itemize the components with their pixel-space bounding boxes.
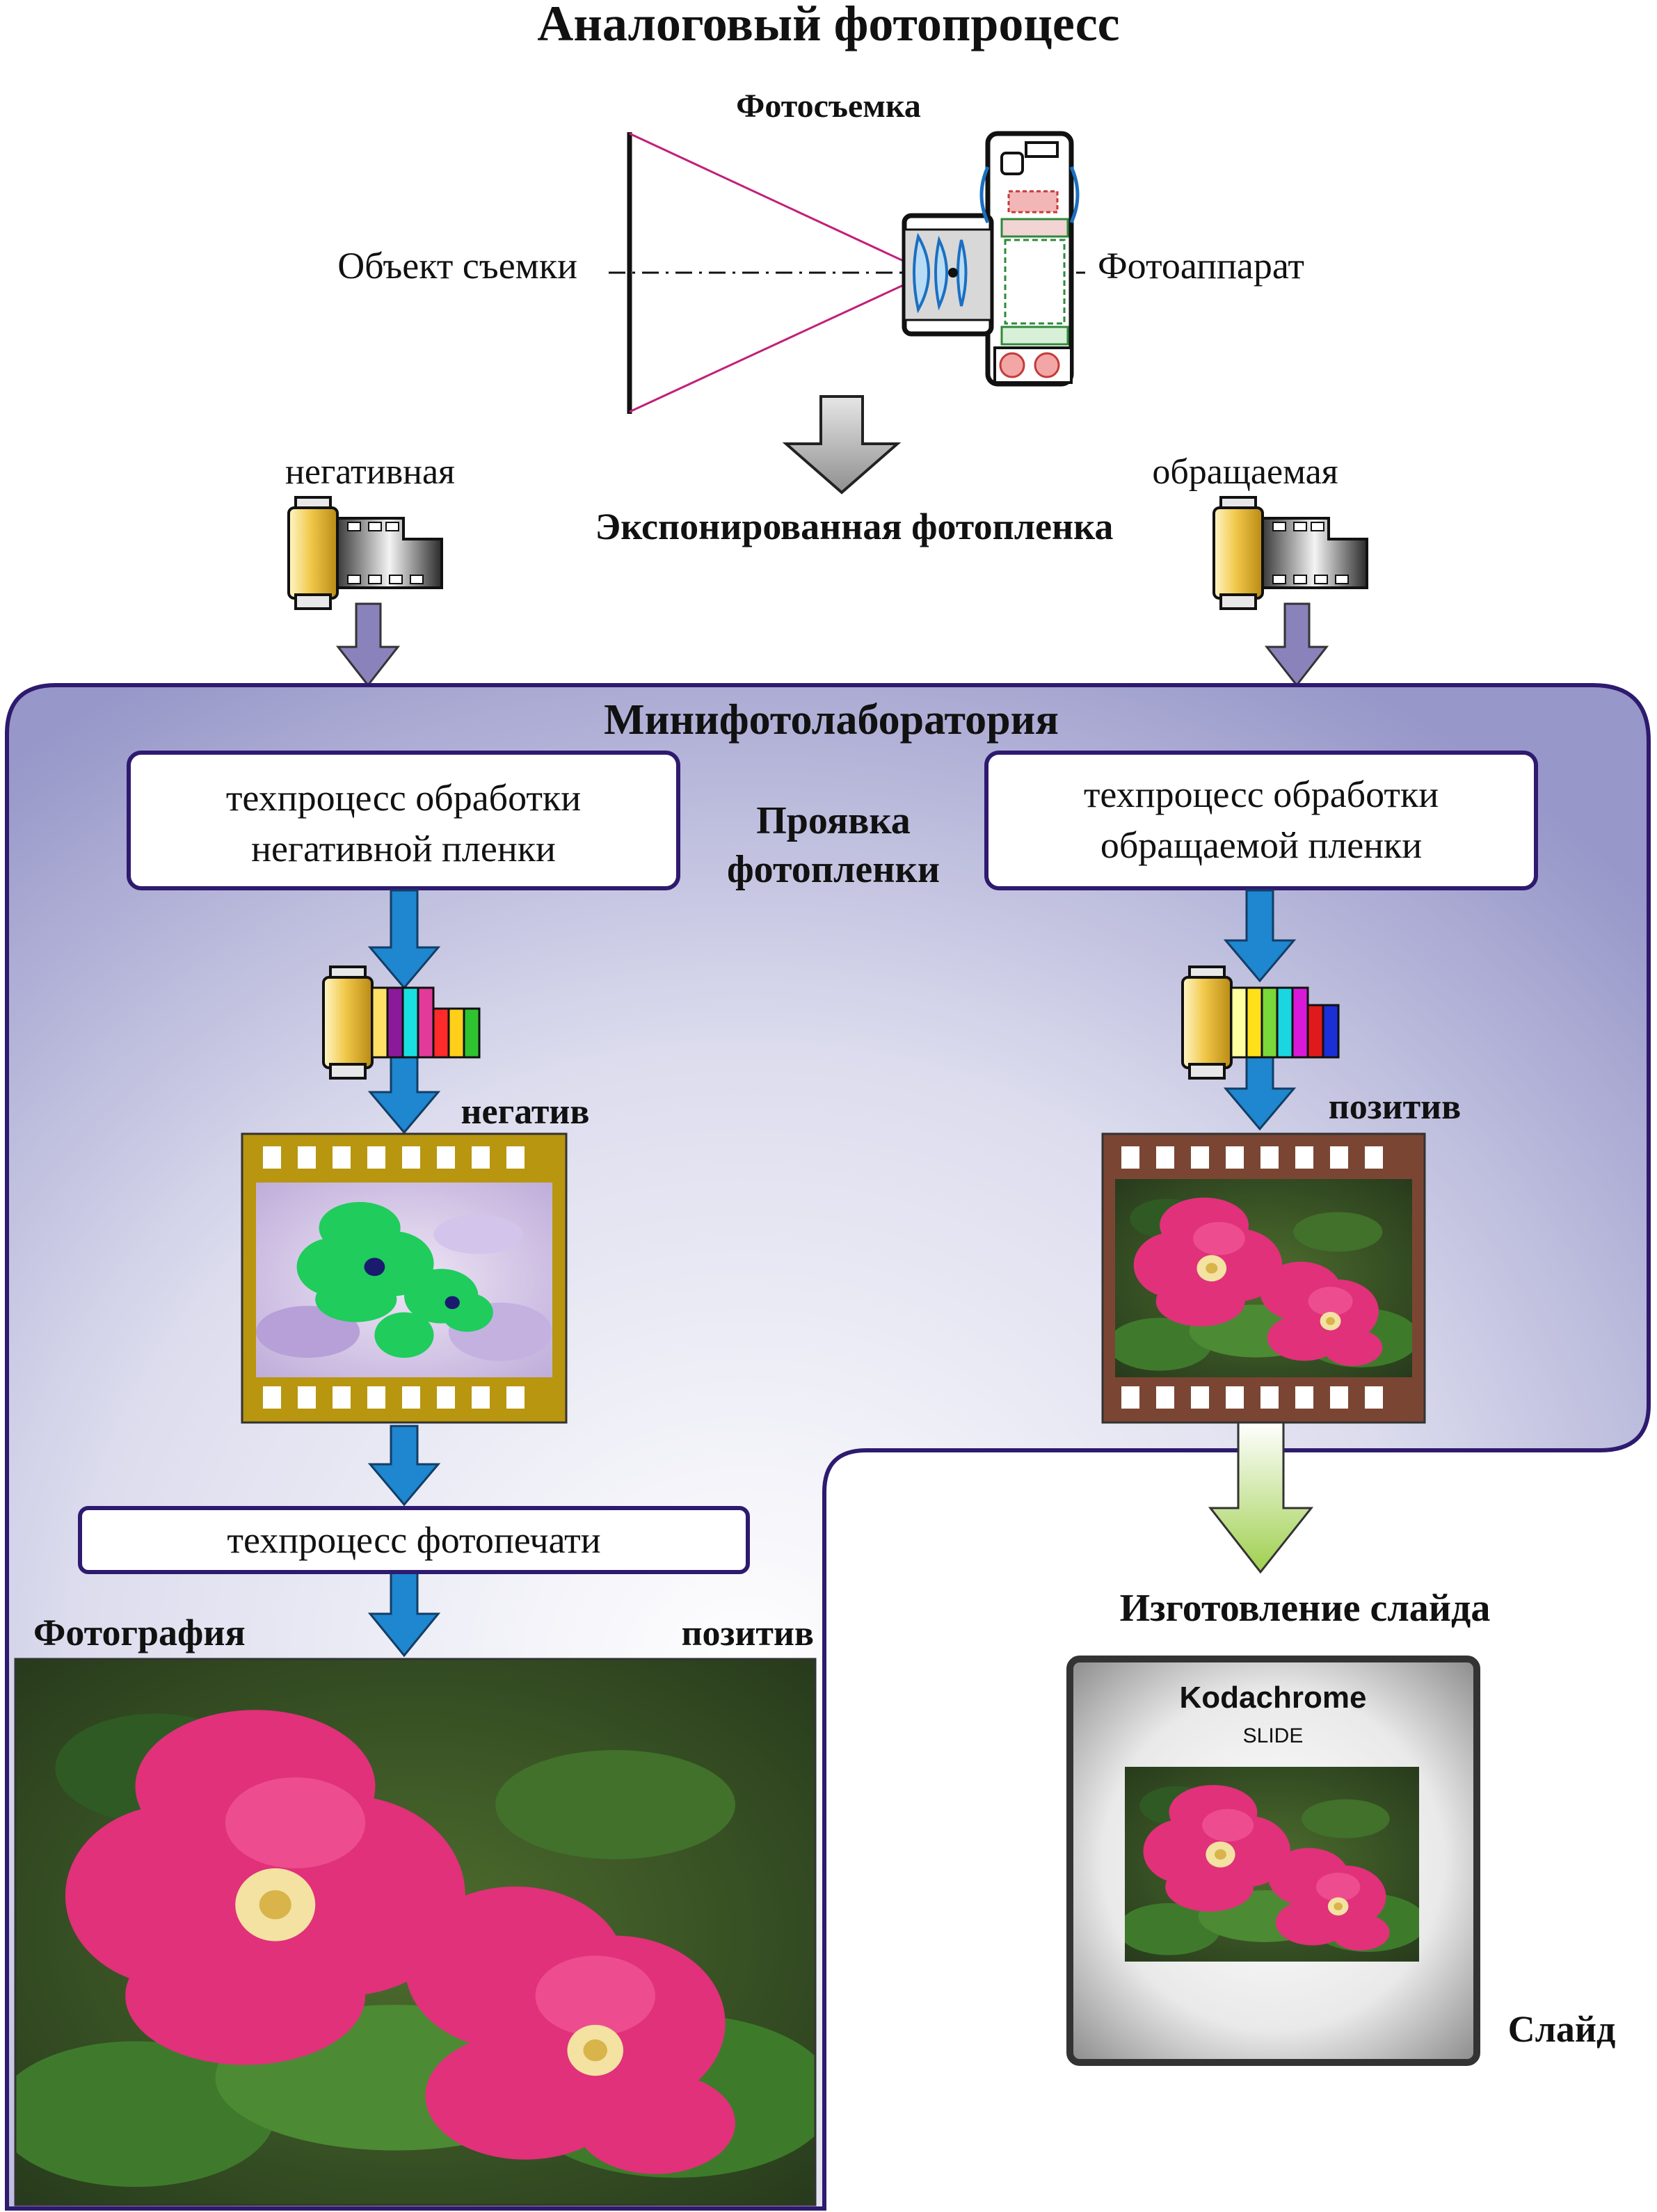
process-negative-box: техпроцесс обработки негативной пленки xyxy=(127,751,680,890)
camera-label: Фотоаппарат xyxy=(1098,245,1304,287)
blue-arrow-down-icon xyxy=(367,1056,441,1135)
blue-arrow-down-icon xyxy=(367,1567,441,1658)
photo-label: Фотография xyxy=(33,1612,246,1653)
slide-sub: SLIDE xyxy=(1243,1724,1304,1747)
camera-icon xyxy=(902,131,1080,387)
blue-arrow-down-icon xyxy=(1223,889,1297,983)
color-film-icon xyxy=(322,965,481,1080)
blue-arrow-down-icon xyxy=(367,1425,441,1507)
object-label: Объект съемки xyxy=(337,245,577,287)
process-negative-text-2: негативной пленки xyxy=(251,828,556,869)
page-title: Аналоговый фотопроцесс xyxy=(537,0,1119,51)
photo-positive-label: позитив xyxy=(682,1614,814,1653)
exposed-film-label: Экспонированная фотопленка xyxy=(595,506,1114,547)
slide-label: Слайд xyxy=(1508,2008,1616,2050)
develop-label-1: Проявка xyxy=(756,799,911,842)
positive-result-label: позитив xyxy=(1329,1087,1461,1127)
negative-film-frame xyxy=(241,1132,568,1424)
shooting-heading: Фотосъемка xyxy=(736,88,921,125)
slide-heading: Изготовление слайда xyxy=(1120,1587,1491,1630)
process-reversal-box: техпроцесс обработки обращаемой пленки xyxy=(984,751,1538,890)
blue-arrow-down-icon xyxy=(367,889,441,990)
blue-arrow-down-icon xyxy=(1223,1052,1297,1131)
lab-title: Минифотолаборатория xyxy=(604,696,1059,744)
process-negative-text-1: техпроцесс обработки xyxy=(226,777,581,819)
slide-mount: Kodachrome SLIDE xyxy=(1066,1656,1480,2066)
purple-arrow-down-icon xyxy=(1264,602,1329,687)
purple-arrow-down-icon xyxy=(335,602,401,687)
film-type-reversal-label: обращаемая xyxy=(1152,452,1338,492)
print-process-text: техпроцесс фотопечати xyxy=(227,1519,600,1561)
print-process-box: техпроцесс фотопечати xyxy=(78,1506,750,1574)
green-arrow-down-icon xyxy=(1208,1421,1314,1574)
slide-brand: Kodachrome xyxy=(1180,1681,1367,1715)
film-cassette-icon xyxy=(1212,496,1368,610)
process-reversal-text-1: техпроцесс обработки xyxy=(1084,774,1439,815)
color-film-icon xyxy=(1181,965,1340,1080)
process-reversal-text-2: обращаемой пленки xyxy=(1100,824,1422,866)
develop-label-2: фотопленки xyxy=(727,848,940,891)
gray-arrow-down-icon xyxy=(782,395,902,495)
film-type-negative-label: негативная xyxy=(285,452,455,492)
negative-result-label: негатив xyxy=(461,1092,590,1132)
flower-photo-icon xyxy=(14,1658,817,2206)
film-cassette-icon xyxy=(287,496,443,610)
positive-film-frame xyxy=(1101,1132,1426,1424)
